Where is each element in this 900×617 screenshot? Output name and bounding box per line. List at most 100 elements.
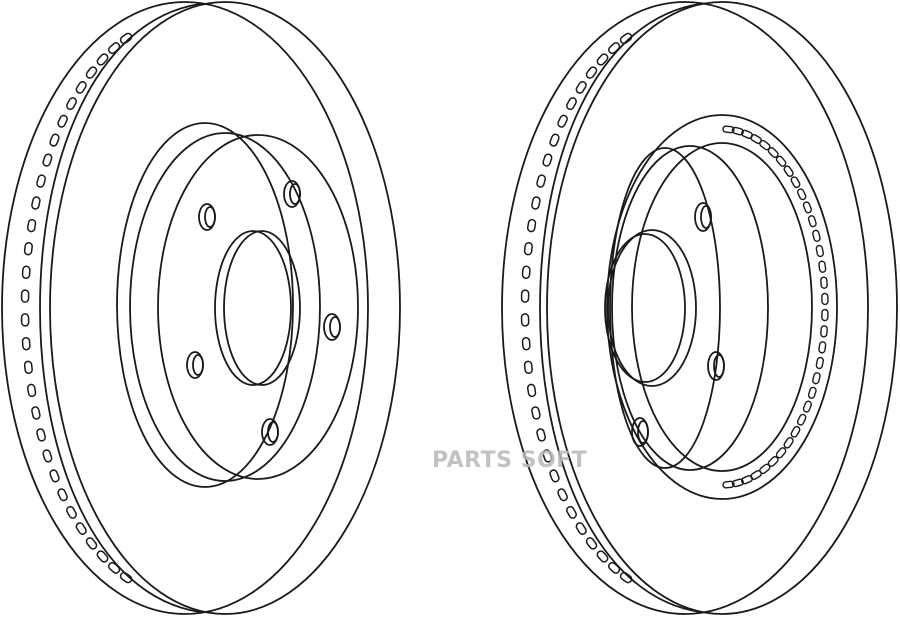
vent-slot — [585, 66, 598, 79]
hub-vent-ring-outer — [606, 114, 838, 500]
vent-slot — [66, 505, 77, 519]
disc-rear-view — [501, 1, 898, 615]
hub-hat-outer — [116, 122, 294, 488]
cooling-vents — [20, 32, 133, 584]
hub-hat-edge — [609, 147, 721, 469]
hub-hat-edge — [129, 132, 321, 482]
center-bore-back — [223, 230, 301, 386]
vent-slot — [619, 32, 633, 45]
vent-slot — [26, 218, 37, 233]
bolt-hole-icon — [631, 417, 649, 447]
hub-face — [157, 134, 359, 480]
vent-slot — [107, 42, 121, 55]
vent-slot — [802, 400, 813, 413]
vent-slot — [821, 308, 829, 322]
bolt-hole-icon — [694, 202, 712, 232]
vent-slot — [57, 488, 68, 502]
vent-slot — [542, 449, 553, 463]
vent-slot — [57, 114, 68, 128]
vent-slot — [607, 42, 621, 55]
vent-slot — [536, 174, 546, 188]
vent-slot — [49, 133, 60, 147]
vent-slot — [26, 383, 37, 398]
bolt-hole-icon — [283, 180, 301, 208]
vent-slot — [36, 428, 46, 442]
vent-slot — [818, 260, 827, 273]
vent-slot — [23, 241, 33, 256]
vent-slot — [20, 313, 30, 327]
vent-slot — [815, 356, 824, 370]
vent-slot — [812, 372, 821, 385]
vent-slot — [526, 383, 537, 398]
vent-slot — [741, 129, 753, 139]
vent-slot — [807, 386, 817, 399]
vent-slot — [818, 341, 827, 354]
vent-slot — [783, 437, 794, 449]
bolt-hole-icon — [261, 418, 279, 446]
vent-slot — [520, 289, 530, 303]
vent-slot — [107, 561, 121, 574]
vent-slot — [96, 53, 109, 66]
vent-slot — [523, 360, 533, 375]
vent-slot — [619, 571, 633, 584]
center-bore — [214, 230, 292, 386]
vent-slot — [783, 165, 794, 177]
vent-slot — [796, 413, 807, 426]
vent-slot — [775, 447, 787, 459]
vent-slot — [596, 550, 609, 563]
disc-rim-inner-edge — [39, 3, 201, 613]
vent-slot — [531, 196, 541, 210]
vent-slot — [821, 292, 829, 306]
vent-slot — [557, 488, 568, 502]
hub-face — [611, 145, 769, 471]
vent-slot — [802, 201, 813, 214]
vent-slot — [85, 537, 98, 550]
vent-slot — [21, 336, 31, 351]
disc-outer-rim-front — [546, 1, 898, 615]
vent-slot — [807, 215, 817, 228]
vent-slot — [23, 360, 33, 375]
center-bore — [607, 229, 697, 387]
vent-slot — [820, 325, 828, 338]
disc-outer-rim-back — [501, 1, 869, 615]
vent-slot — [775, 155, 787, 167]
vent-slot — [596, 53, 609, 66]
vent-slot — [75, 522, 87, 535]
vent-slot — [741, 475, 753, 485]
vent-slot — [31, 196, 41, 210]
vent-slot — [521, 265, 531, 280]
bolt-hole-icon — [186, 351, 204, 379]
vent-slot — [767, 147, 779, 158]
vent-slot — [119, 32, 133, 45]
bolt-holes — [186, 180, 341, 446]
hub-vent-ring-inner — [631, 142, 813, 472]
vent-slot — [566, 505, 577, 519]
vent-slot — [119, 571, 133, 584]
vent-slot — [523, 241, 533, 256]
vent-slot — [790, 176, 801, 189]
vent-slot — [520, 313, 530, 327]
center-bore-back — [604, 233, 686, 383]
vent-slot — [20, 289, 30, 303]
vent-slot — [607, 561, 621, 574]
vent-slot — [21, 265, 31, 280]
vent-slot — [521, 336, 531, 351]
disc-rim-inner-edge — [539, 3, 701, 613]
vent-slot — [750, 470, 762, 480]
vent-slot — [820, 276, 828, 289]
disc-outer-rim-front — [49, 1, 401, 615]
vent-slot — [557, 114, 568, 128]
vent-slot — [49, 469, 60, 483]
bolt-holes — [631, 202, 725, 447]
vent-slot — [812, 229, 821, 242]
disc-front-view — [1, 1, 401, 615]
vent-slot — [575, 81, 587, 94]
vent-slot — [85, 66, 98, 79]
vent-slot — [549, 133, 560, 147]
vent-slot — [542, 153, 553, 167]
vent-slot — [585, 537, 598, 550]
vent-slot — [36, 174, 46, 188]
vent-slot — [722, 480, 735, 489]
vent-slot — [536, 428, 546, 442]
vent-slot — [96, 550, 109, 563]
